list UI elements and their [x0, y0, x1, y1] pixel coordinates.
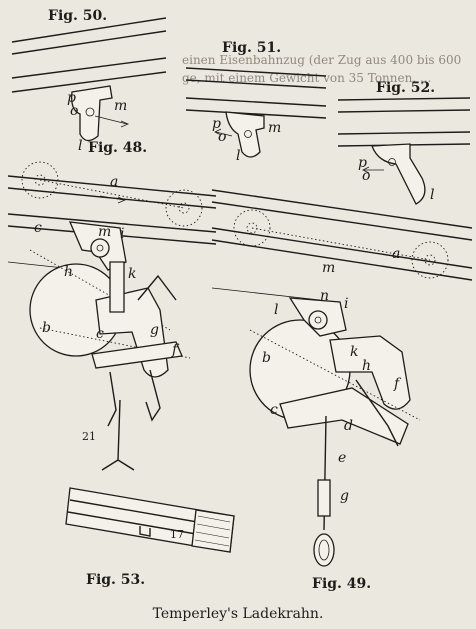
fig48-label-c: c: [34, 220, 42, 236]
fig48-label-21: 21: [82, 430, 96, 443]
fig49-label-g: g: [340, 488, 349, 504]
fig48-label-h: h: [64, 264, 73, 280]
fig51-beam: [185, 67, 327, 119]
fig48-label-f: f: [171, 342, 180, 358]
fig51-hook: [214, 111, 265, 158]
figure-53-title: Fig. 53.: [86, 572, 145, 588]
fig49-label-e: e: [338, 450, 346, 466]
fig49-label-d: d: [344, 418, 353, 434]
fig49-label-m: m: [322, 260, 335, 276]
fig50-beam: [11, 17, 167, 93]
fig51-label-p: p: [212, 116, 221, 132]
figure-48: Fig. 48.: [7, 140, 217, 471]
fig49-label-i: i: [344, 296, 348, 312]
fig48-label-m: m: [98, 224, 111, 240]
figure-48-title: Fig. 48.: [88, 140, 147, 156]
fig48-label-b: b: [42, 320, 51, 336]
fig52-label-l: l: [430, 187, 434, 203]
fig48-label-a: a: [110, 174, 118, 190]
fig48-trolley: [21, 161, 203, 227]
fig48-label-i: i: [120, 226, 124, 242]
fig50-label-m: m: [114, 98, 127, 114]
background-text: einen Eisenbahnzug (der Zug aus 400 bis …: [182, 53, 461, 85]
fig49-label-n: n: [320, 288, 329, 304]
fig53-label-17: 17: [170, 528, 184, 541]
figure-52-title: Fig. 52.: [376, 80, 435, 96]
fig52-beam: [337, 97, 471, 147]
figure-52: Fig. 52. p o l: [337, 80, 471, 205]
fig49-label-b: b: [262, 350, 271, 366]
fig51-label-l: l: [236, 148, 240, 164]
fig49-mechanism: [249, 297, 421, 567]
figure-51-title: Fig. 51.: [222, 40, 281, 56]
fig50-label-p: p: [67, 90, 76, 106]
figure-53: 17 Fig. 53.: [65, 487, 235, 588]
fig52-label-p: p: [358, 155, 367, 171]
fig50-label-l: l: [78, 138, 82, 154]
fig49-beam: [211, 189, 473, 301]
fig49-label-a: a: [392, 246, 400, 262]
fig48-label-k: k: [128, 266, 136, 282]
fig49-label-k: k: [350, 344, 358, 360]
fig49-label-l: l: [274, 302, 278, 318]
fig49-label-h: h: [362, 358, 371, 374]
figure-49-title: Fig. 49.: [312, 576, 371, 592]
fig49-label-c: c: [270, 402, 278, 418]
figure-50: Fig. 50. p o m l: [11, 8, 167, 154]
fig52-hook: [362, 143, 426, 205]
fig53-timber-block: [191, 509, 235, 553]
fig50-label-o: o: [70, 103, 78, 119]
fig49-label-f: f: [393, 376, 402, 392]
fig48-mechanism: [29, 221, 191, 471]
fig51-label-m: m: [268, 120, 281, 136]
fig52-label-o: o: [362, 168, 370, 184]
fig51-label-o: o: [218, 129, 226, 145]
figure-50-title: Fig. 50.: [48, 8, 107, 24]
fig48-label-g: g: [150, 322, 159, 338]
background-text-line-1: einen Eisenbahnzug (der Zug aus 400 bis …: [182, 53, 461, 67]
plate-caption: Temperley's Ladekrahn.: [153, 606, 324, 622]
background-text-line-2: ge, mit einem Gewicht von 35 Tonnen, ...: [182, 71, 431, 85]
fig50-hook: [71, 85, 130, 142]
figure-49: a m n i l k h b f c d e g Fig. 49.: [211, 189, 473, 592]
fig49-trolley: [233, 209, 449, 279]
fig48-label-c-lower: c: [96, 326, 104, 342]
figure-51: Fig. 51. p o m l: [185, 40, 327, 164]
